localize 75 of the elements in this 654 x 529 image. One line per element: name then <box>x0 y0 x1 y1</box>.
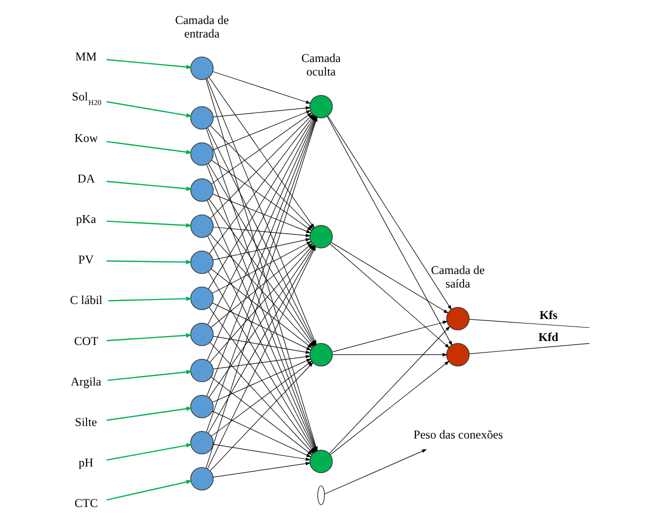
arrow <box>213 106 311 118</box>
arrow <box>330 360 450 456</box>
node-text: Kow <box>74 130 98 145</box>
node-text: pH <box>78 456 94 470</box>
arrow <box>108 370 192 381</box>
arrow <box>212 194 312 234</box>
node-text: Sol$_{H20}$ <box>72 89 102 107</box>
arrow <box>330 242 449 314</box>
arrow <box>212 358 312 403</box>
node-circle <box>190 56 214 80</box>
arrow <box>329 326 450 454</box>
node-text: PV <box>78 252 94 267</box>
node-circle <box>190 322 214 346</box>
node-circle <box>190 358 214 382</box>
arrow <box>106 333 192 342</box>
label: Camada de saída <box>431 263 485 291</box>
node-circle <box>190 178 214 202</box>
node-text: C lábil <box>70 293 102 308</box>
arrow <box>210 125 314 230</box>
node-circle <box>190 106 214 130</box>
arrow <box>106 59 193 70</box>
arrow <box>212 238 311 260</box>
arrow <box>108 296 192 302</box>
arrow <box>106 180 193 191</box>
label: Camada oculta <box>301 51 341 79</box>
arrow <box>210 362 314 471</box>
arrow <box>212 302 312 350</box>
node-circle <box>190 214 214 238</box>
arrow <box>106 140 193 154</box>
node-text: Peso das conexões <box>414 428 503 442</box>
arrow <box>210 268 312 348</box>
connector <box>469 319 590 328</box>
arrow <box>106 406 193 421</box>
arrow <box>106 443 192 461</box>
node-circle <box>190 467 214 490</box>
node-circle <box>190 431 214 454</box>
arrow <box>211 160 312 231</box>
arrow <box>332 320 448 352</box>
edge-label: Kfd <box>538 330 558 344</box>
arrow <box>213 226 311 238</box>
arrow <box>106 220 192 228</box>
arrow <box>212 71 311 104</box>
connector <box>469 343 590 354</box>
arrow <box>212 462 311 478</box>
arrow <box>212 354 311 370</box>
arrow <box>326 116 452 346</box>
edge-label: Kfs <box>539 308 558 322</box>
arrow <box>106 101 192 118</box>
arrow <box>212 410 312 458</box>
node-circle <box>190 394 214 418</box>
node-circle <box>190 142 214 166</box>
node-circle <box>190 250 214 274</box>
arrow <box>332 352 448 356</box>
arrow <box>106 480 192 500</box>
node-text: COT <box>74 334 98 348</box>
arrow <box>324 449 427 494</box>
node-text: MM <box>75 50 97 64</box>
arrow <box>210 376 312 456</box>
arrow <box>212 110 312 150</box>
node-text: pKa <box>76 212 96 226</box>
arrow <box>212 336 311 354</box>
arrow <box>330 244 450 348</box>
node-text: CTC <box>74 496 98 510</box>
arrow <box>211 360 312 436</box>
label: Camada de entrada <box>175 12 229 40</box>
arrow <box>212 241 312 294</box>
node-ellipse <box>317 486 325 505</box>
node-text: Argila <box>70 374 102 388</box>
arrow <box>212 444 311 461</box>
arrow <box>328 116 452 310</box>
arrow <box>106 260 192 264</box>
node-text: DA <box>78 171 95 186</box>
node-text: Silte <box>74 414 97 429</box>
node-circle <box>190 286 214 310</box>
node-circle <box>446 343 470 366</box>
